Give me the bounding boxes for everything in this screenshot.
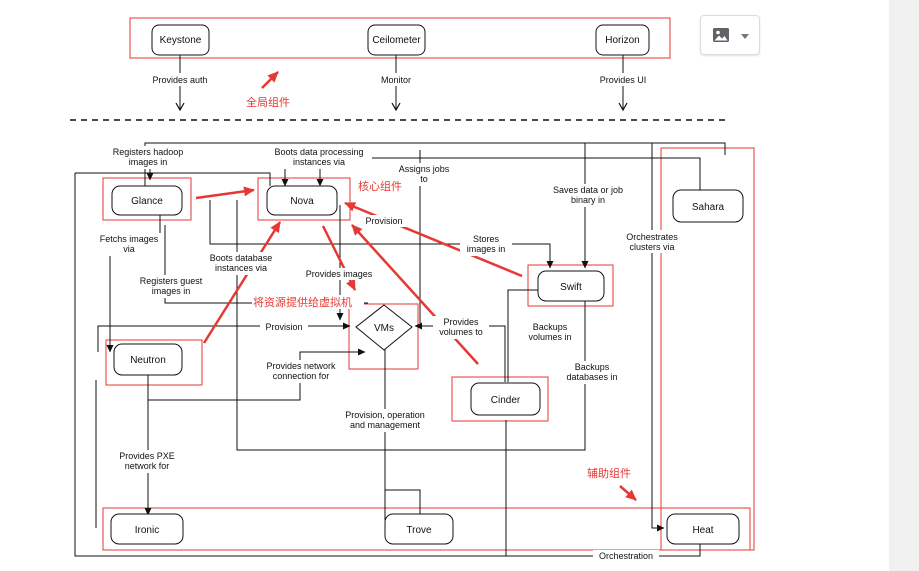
label-provides-pxe-1: Provides PXE bbox=[119, 451, 175, 461]
label-boots-db-2: instances via bbox=[215, 263, 267, 273]
node-swift[interactable]: Swift bbox=[537, 270, 605, 302]
node-neutron[interactable]: Neutron bbox=[113, 343, 183, 376]
node-vms[interactable]: VMs bbox=[355, 304, 413, 351]
label-assigns-jobs-1: Assigns jobs bbox=[399, 164, 450, 174]
svg-text:Glance: Glance bbox=[131, 196, 163, 207]
svg-text:Heat: Heat bbox=[692, 525, 713, 536]
label-fetchs-2: via bbox=[123, 244, 135, 254]
svg-text:Nova: Nova bbox=[290, 196, 314, 207]
label-saves-data-2: binary in bbox=[571, 195, 605, 205]
node-ceilometer[interactable]: Ceilometer bbox=[367, 24, 426, 56]
label-provides-network-1: Provides network bbox=[266, 361, 336, 371]
label-boots-data-2: instances via bbox=[293, 157, 345, 167]
label-provides-ui: Provides UI bbox=[600, 75, 647, 85]
label-registers-hadoop-2: images in bbox=[129, 157, 168, 167]
connector-lines bbox=[74, 55, 726, 557]
vms-group-box bbox=[348, 303, 419, 370]
annotation-global: 全局组件 bbox=[246, 95, 290, 109]
right-sidebar bbox=[889, 0, 919, 571]
node-ironic[interactable]: Ironic bbox=[110, 513, 184, 545]
svg-text:Keystone: Keystone bbox=[160, 35, 202, 46]
label-stores-1: Stores bbox=[473, 234, 500, 244]
label-provides-volumes-1: Provides bbox=[443, 317, 479, 327]
svg-text:Cinder: Cinder bbox=[491, 395, 521, 406]
swift-group-box bbox=[527, 264, 614, 307]
chevron-down-icon[interactable] bbox=[741, 34, 749, 39]
label-backups-volumes-1: Backups bbox=[533, 322, 568, 332]
label-provides-images: Provides images bbox=[306, 269, 373, 279]
label-backups-volumes-2: volumes in bbox=[528, 332, 571, 342]
label-orchestrates-1: Orchestrates bbox=[626, 232, 678, 242]
svg-text:Trove: Trove bbox=[406, 525, 432, 536]
svg-text:Neutron: Neutron bbox=[130, 355, 166, 366]
label-provision-top: Provision bbox=[365, 216, 402, 226]
svg-text:VMs: VMs bbox=[374, 323, 394, 334]
annotations: 全局组件 核心组件 将资源提供给虚拟机 辅助组件 bbox=[246, 95, 631, 480]
label-monitor: Monitor bbox=[381, 75, 411, 85]
label-backups-db-2: databases in bbox=[566, 372, 617, 382]
label-fetchs-1: Fetchs images bbox=[100, 234, 159, 244]
node-heat[interactable]: Heat bbox=[666, 513, 740, 545]
label-registers-hadoop-1: Registers hadoop bbox=[113, 147, 184, 157]
node-keystone[interactable]: Keystone bbox=[151, 24, 210, 56]
annotation-provide-vm: 将资源提供给虚拟机 bbox=[253, 295, 352, 309]
node-horizon[interactable]: Horizon bbox=[595, 24, 650, 56]
aux-group-box bbox=[102, 507, 751, 551]
cinder-group-box bbox=[451, 376, 549, 422]
annotation-aux: 辅助组件 bbox=[587, 466, 631, 480]
svg-text:Swift: Swift bbox=[560, 282, 582, 293]
label-saves-data-1: Saves data or job bbox=[553, 185, 623, 195]
nodes: Keystone Ceilometer Horizon Glance Nova … bbox=[110, 24, 744, 545]
label-orchestrates-2: clusters via bbox=[629, 242, 674, 252]
svg-text:Sahara: Sahara bbox=[692, 202, 725, 213]
global-group-box bbox=[129, 17, 671, 59]
label-provision-op-2: and management bbox=[350, 420, 421, 430]
red-group-boxes bbox=[102, 17, 755, 551]
label-boots-data-1: Boots data processing bbox=[274, 147, 363, 157]
label-provides-auth: Provides auth bbox=[152, 75, 207, 85]
node-trove[interactable]: Trove bbox=[384, 513, 454, 545]
label-assigns-jobs-2: to bbox=[420, 174, 428, 184]
svg-text:Ceilometer: Ceilometer bbox=[372, 35, 421, 46]
node-sahara[interactable]: Sahara bbox=[672, 189, 744, 223]
neutron-group-box bbox=[105, 339, 203, 386]
label-provides-volumes-2: volumes to bbox=[439, 327, 483, 337]
image-icon bbox=[713, 28, 729, 42]
annotation-core: 核心组件 bbox=[358, 179, 402, 193]
label-provides-pxe-2: network for bbox=[125, 461, 170, 471]
label-stores-2: images in bbox=[467, 244, 506, 254]
label-backups-db-1: Backups bbox=[575, 362, 610, 372]
label-provides-network-2: connection for bbox=[273, 371, 330, 381]
edge-labels: Provides auth Monitor Provides UI Regist… bbox=[96, 73, 684, 562]
label-provision-mid: Provision bbox=[265, 322, 302, 332]
label-boots-db-1: Boots database bbox=[210, 253, 273, 263]
label-registers-guest-2: images in bbox=[152, 286, 191, 296]
nova-group-box bbox=[257, 177, 351, 221]
label-provision-op-1: Provision, operation bbox=[345, 410, 425, 420]
svg-text:Ironic: Ironic bbox=[135, 525, 159, 536]
label-orchestration: Orchestration bbox=[599, 551, 653, 561]
svg-text:Horizon: Horizon bbox=[605, 35, 639, 46]
node-nova[interactable]: Nova bbox=[266, 185, 338, 216]
node-cinder[interactable]: Cinder bbox=[470, 382, 541, 416]
node-glance[interactable]: Glance bbox=[111, 185, 183, 216]
insert-image-button[interactable] bbox=[700, 15, 760, 55]
label-registers-guest-1: Registers guest bbox=[140, 276, 203, 286]
